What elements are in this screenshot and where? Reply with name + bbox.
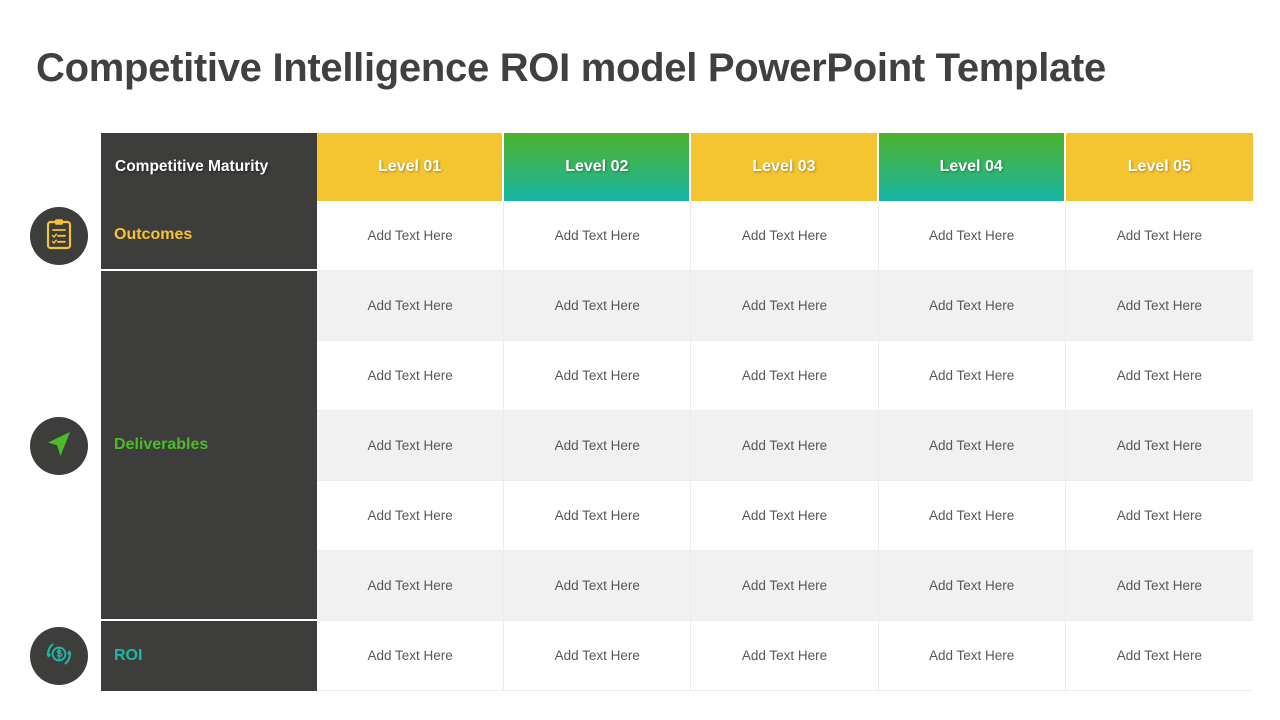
cell-r2-c3[interactable]: Add Text Here — [691, 271, 879, 341]
header-level-01[interactable]: Level 01 — [317, 133, 505, 201]
section-deliverables[interactable]: Deliverables — [101, 271, 317, 621]
table-row: Add Text Here Add Text Here Add Text Her… — [101, 271, 1253, 341]
header-level-02[interactable]: Level 02 — [504, 133, 692, 201]
money-cycle-icon — [43, 638, 75, 675]
table-row: Add Text Here Add Text Here Add Text Her… — [101, 481, 1253, 551]
cell-r4-c1[interactable]: Add Text Here — [317, 411, 505, 481]
section-roi-label: ROI — [114, 647, 143, 664]
table-body: Add Text Here Add Text Here Add Text Her… — [101, 201, 1253, 691]
table-row: Add Text Here Add Text Here Add Text Her… — [101, 411, 1253, 481]
cell-r4-c3[interactable]: Add Text Here — [691, 411, 879, 481]
cell-r4-c2[interactable]: Add Text Here — [504, 411, 692, 481]
cell-r6-c2[interactable]: Add Text Here — [504, 551, 692, 621]
cell-r5-c3[interactable]: Add Text Here — [691, 481, 879, 551]
table-header-row: Competitive Maturity Level 01 Level 02 L… — [101, 133, 1253, 201]
cell-r7-c3[interactable]: Add Text Here — [691, 621, 879, 691]
page-title: Competitive Intelligence ROI model Power… — [36, 46, 1106, 90]
table-row: Add Text Here Add Text Here Add Text Her… — [101, 551, 1253, 621]
table-row: Add Text Here Add Text Here Add Text Her… — [101, 621, 1253, 691]
cell-r1-c1[interactable]: Add Text Here — [317, 201, 505, 271]
cell-r1-c2[interactable]: Add Text Here — [504, 201, 692, 271]
cell-r1-c4[interactable]: Add Text Here — [878, 201, 1066, 271]
outcomes-icon-badge — [30, 207, 88, 265]
section-roi[interactable]: ROI — [101, 621, 317, 691]
table-row: Add Text Here Add Text Here Add Text Her… — [101, 201, 1253, 271]
cell-r1-c3[interactable]: Add Text Here — [691, 201, 879, 271]
cell-r2-c2[interactable]: Add Text Here — [504, 271, 692, 341]
cell-r5-c2[interactable]: Add Text Here — [504, 481, 692, 551]
header-level-05[interactable]: Level 05 — [1065, 133, 1253, 201]
cell-r5-c5[interactable]: Add Text Here — [1065, 481, 1253, 551]
cell-r3-c5[interactable]: Add Text Here — [1065, 341, 1253, 411]
cell-r6-c1[interactable]: Add Text Here — [317, 551, 505, 621]
header-level-03[interactable]: Level 03 — [691, 133, 879, 201]
section-label-column: Outcomes Deliverables ROI — [101, 201, 317, 691]
section-outcomes-label: Outcomes — [114, 226, 193, 243]
section-deliverables-label: Deliverables — [114, 436, 209, 453]
section-outcomes[interactable]: Outcomes — [101, 201, 317, 271]
header-level-04[interactable]: Level 04 — [878, 133, 1066, 201]
cell-r2-c5[interactable]: Add Text Here — [1065, 271, 1253, 341]
clipboard-checklist-icon — [44, 218, 74, 255]
cell-r3-c3[interactable]: Add Text Here — [691, 341, 879, 411]
cell-r4-c5[interactable]: Add Text Here — [1065, 411, 1253, 481]
cell-r3-c4[interactable]: Add Text Here — [878, 341, 1066, 411]
cell-r1-c5[interactable]: Add Text Here — [1065, 201, 1253, 271]
cell-r7-c5[interactable]: Add Text Here — [1065, 621, 1253, 691]
roi-icon-badge — [30, 627, 88, 685]
cell-r7-c2[interactable]: Add Text Here — [504, 621, 692, 691]
cell-r6-c3[interactable]: Add Text Here — [691, 551, 879, 621]
table-row: Add Text Here Add Text Here Add Text Her… — [101, 341, 1253, 411]
cell-r4-c4[interactable]: Add Text Here — [878, 411, 1066, 481]
cell-r3-c2[interactable]: Add Text Here — [504, 341, 692, 411]
cell-r2-c1[interactable]: Add Text Here — [317, 271, 505, 341]
cell-r6-c4[interactable]: Add Text Here — [878, 551, 1066, 621]
navigation-arrow-icon — [44, 429, 74, 464]
cell-r5-c4[interactable]: Add Text Here — [878, 481, 1066, 551]
cell-r2-c4[interactable]: Add Text Here — [878, 271, 1066, 341]
header-competitive-maturity: Competitive Maturity — [101, 133, 317, 201]
competitive-maturity-matrix: Competitive Maturity Level 01 Level 02 L… — [101, 133, 1253, 691]
cell-r7-c4[interactable]: Add Text Here — [878, 621, 1066, 691]
cell-r5-c1[interactable]: Add Text Here — [317, 481, 505, 551]
cell-r6-c5[interactable]: Add Text Here — [1065, 551, 1253, 621]
cell-r7-c1[interactable]: Add Text Here — [317, 621, 505, 691]
deliverables-icon-badge — [30, 417, 88, 475]
cell-r3-c1[interactable]: Add Text Here — [317, 341, 505, 411]
